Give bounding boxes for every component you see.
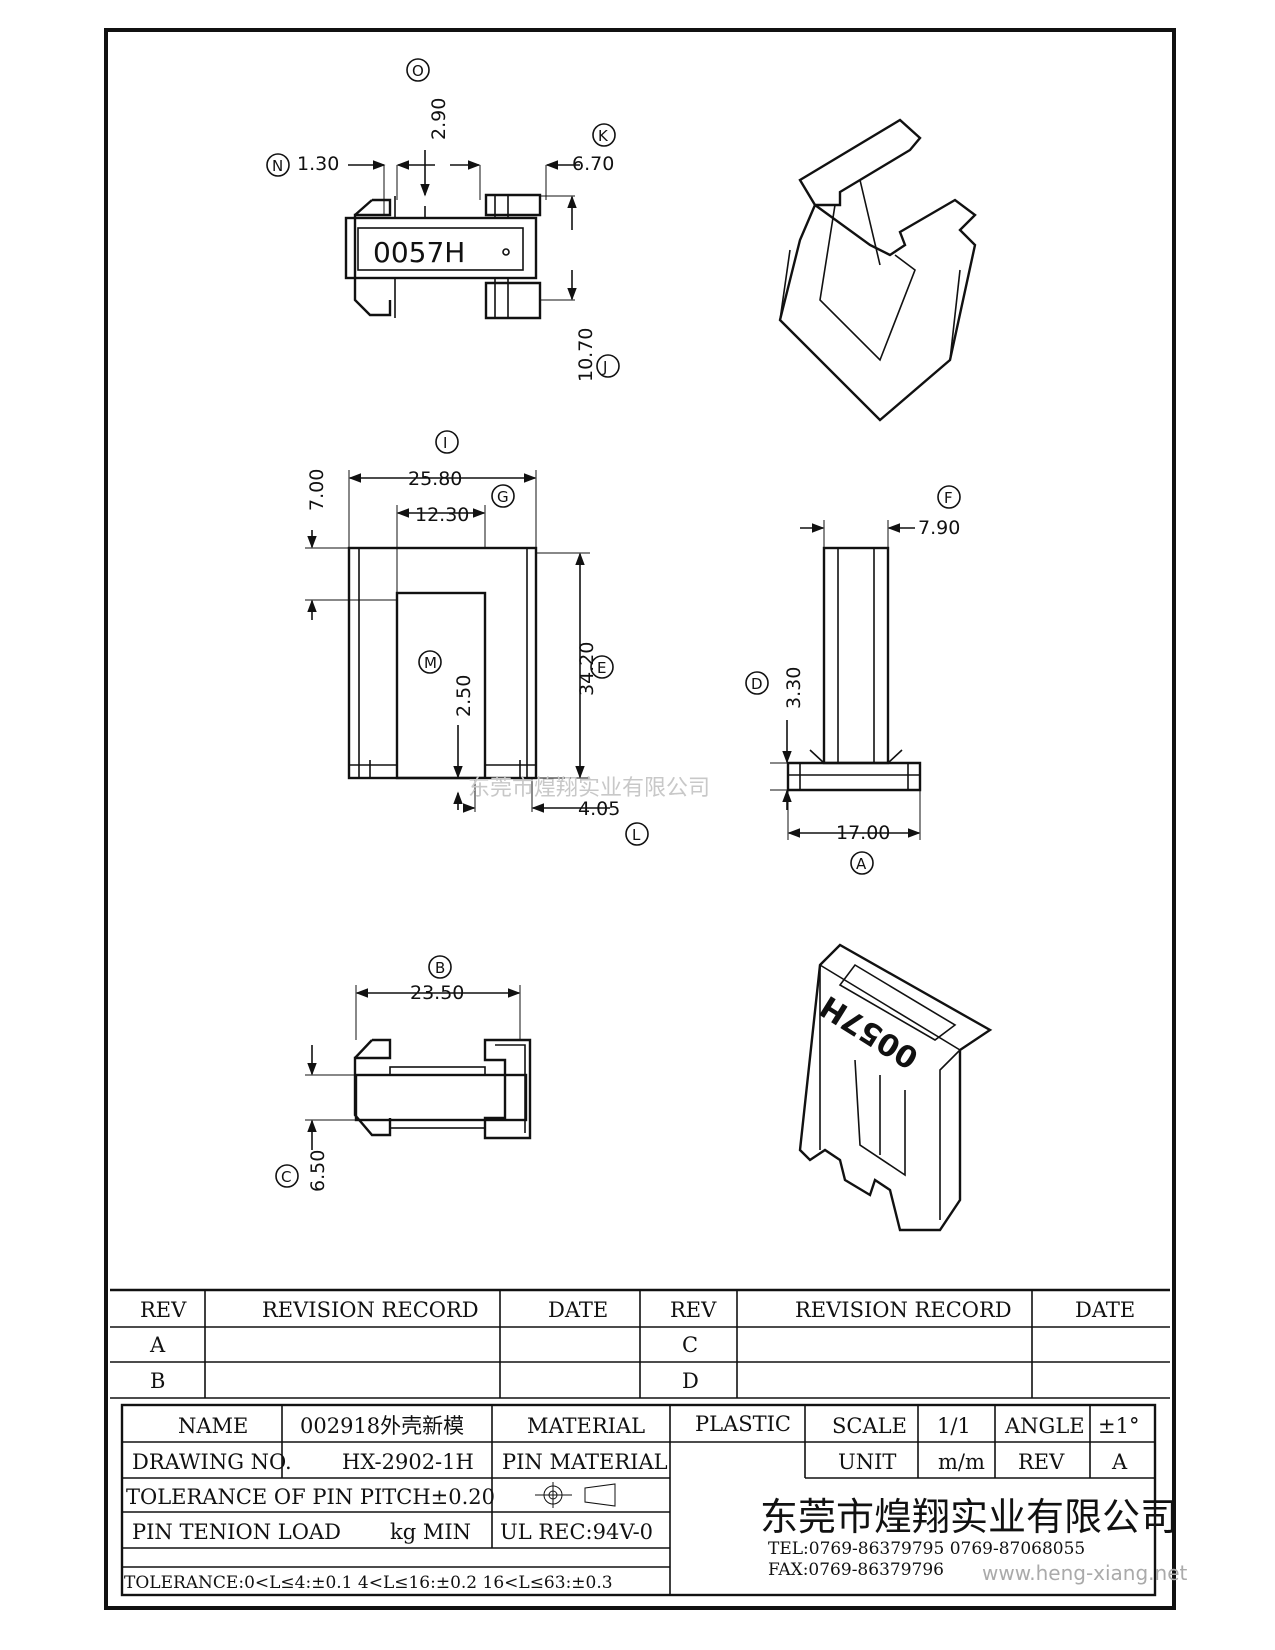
label-m: M xyxy=(424,654,437,672)
revision-table: REV REVISION RECORD DATE REV REVISION RE… xyxy=(110,1288,1170,1399)
name-value: 002918外壳新模 xyxy=(300,1414,464,1438)
rev-cell-b: B xyxy=(150,1369,165,1393)
tolerance-general: TOLERANCE:0<L≤4:±0.1 4<L≤16:±0.2 16<L≤63… xyxy=(124,1573,613,1593)
label-f: F xyxy=(944,489,953,507)
label-i: I xyxy=(443,434,447,452)
title-block: NAME 002918外壳新模 MATERIAL PLASTIC SCALE 1… xyxy=(120,1403,1178,1597)
dim-f: 7.90 xyxy=(918,517,960,539)
rev-header-1: REV xyxy=(140,1298,187,1322)
top-view: 1.30 2.90 6.70 10.70 N O K J 0057H xyxy=(266,58,620,382)
dim-e: 34.20 xyxy=(576,642,598,696)
drawing-no-label: DRAWING NO. xyxy=(132,1450,292,1474)
company-tel: TEL:0769-86379795 0769-87068055 xyxy=(768,1539,1085,1559)
bottom-view: 23.50 6.50 B C xyxy=(275,955,532,1192)
label-d: D xyxy=(751,675,763,693)
front-view: 25.80 12.30 7.00 34.20 2.50 4.05 I G E M… xyxy=(305,430,649,846)
rev-cell-c: C xyxy=(682,1333,698,1357)
material-value: PLASTIC xyxy=(695,1412,791,1436)
dim-d: 3.30 xyxy=(783,667,805,709)
scale-value: 1/1 xyxy=(937,1414,971,1438)
angle-value: ±1° xyxy=(1098,1414,1139,1438)
company-name: 东莞市煌翔实业有限公司 xyxy=(760,1495,1178,1539)
drawing-no-value: HX-2902-1H xyxy=(342,1450,474,1474)
label-n: N xyxy=(272,157,283,175)
rev-value: A xyxy=(1111,1450,1128,1474)
revision-record-header-1: REVISION RECORD xyxy=(262,1298,479,1322)
projection-symbol xyxy=(535,1482,616,1508)
label-k: K xyxy=(598,127,609,145)
label-e: E xyxy=(597,659,606,677)
scale-label: SCALE xyxy=(832,1414,907,1438)
label-o: O xyxy=(412,62,424,80)
dim-n: 1.30 xyxy=(297,153,339,175)
label-l: L xyxy=(632,826,641,844)
rev-header-2: REV xyxy=(670,1298,717,1322)
dim-g: 12.30 xyxy=(415,504,469,526)
ul-rec: UL REC:94V-0 xyxy=(500,1520,653,1544)
rev-cell-a: A xyxy=(149,1333,166,1357)
iso-view-top xyxy=(778,118,977,422)
iso-view-bottom: 0057H xyxy=(798,943,993,1232)
angle-label: ANGLE xyxy=(1004,1414,1085,1438)
dim-j: 10.70 xyxy=(575,328,597,382)
dim-m: 2.50 xyxy=(453,675,475,717)
dim-k: 6.70 xyxy=(572,153,614,175)
watermark-center: 东莞市煌翔实业有限公司 xyxy=(468,776,710,801)
label-j: J xyxy=(602,358,607,376)
dim-b: 23.50 xyxy=(410,982,464,1004)
date-header-1: DATE xyxy=(548,1298,608,1322)
iso-part-mark: 0057H xyxy=(814,988,925,1075)
label-a: A xyxy=(856,855,867,873)
dim-i: 25.80 xyxy=(408,468,462,490)
pin-tension-label: PIN TENION LOAD xyxy=(132,1520,341,1544)
label-g: G xyxy=(497,488,509,506)
company-fax: FAX:0769-86379796 xyxy=(768,1560,944,1580)
revision-record-header-2: REVISION RECORD xyxy=(795,1298,1012,1322)
dim-7: 7.00 xyxy=(306,469,328,511)
date-header-2: DATE xyxy=(1075,1298,1135,1322)
rev-cell-d: D xyxy=(682,1369,699,1393)
name-label: NAME xyxy=(178,1414,248,1438)
unit-value: m/m xyxy=(938,1450,985,1474)
material-label: MATERIAL xyxy=(527,1414,645,1438)
dim-l: 4.05 xyxy=(578,798,620,820)
drawing-border xyxy=(104,28,1176,1610)
pin-tension-unit: kg MIN xyxy=(390,1520,471,1544)
part-mark: 0057H xyxy=(373,236,465,269)
tolerance-pitch: TOLERANCE OF PIN PITCH±0.20 xyxy=(126,1485,495,1509)
watermark-url: www.heng-xiang.net xyxy=(982,1561,1188,1585)
dim-o: 2.90 xyxy=(428,98,450,140)
label-c: C xyxy=(281,1168,291,1186)
label-b: B xyxy=(435,959,445,977)
unit-label: UNIT xyxy=(838,1450,896,1474)
dim-c: 6.50 xyxy=(307,1150,329,1192)
rev-label: REV xyxy=(1018,1450,1065,1474)
dim-a: 17.00 xyxy=(836,822,890,844)
side-view: 7.90 3.30 17.00 F D A xyxy=(745,485,961,875)
pin-material-label: PIN MATERIAL xyxy=(502,1450,668,1474)
